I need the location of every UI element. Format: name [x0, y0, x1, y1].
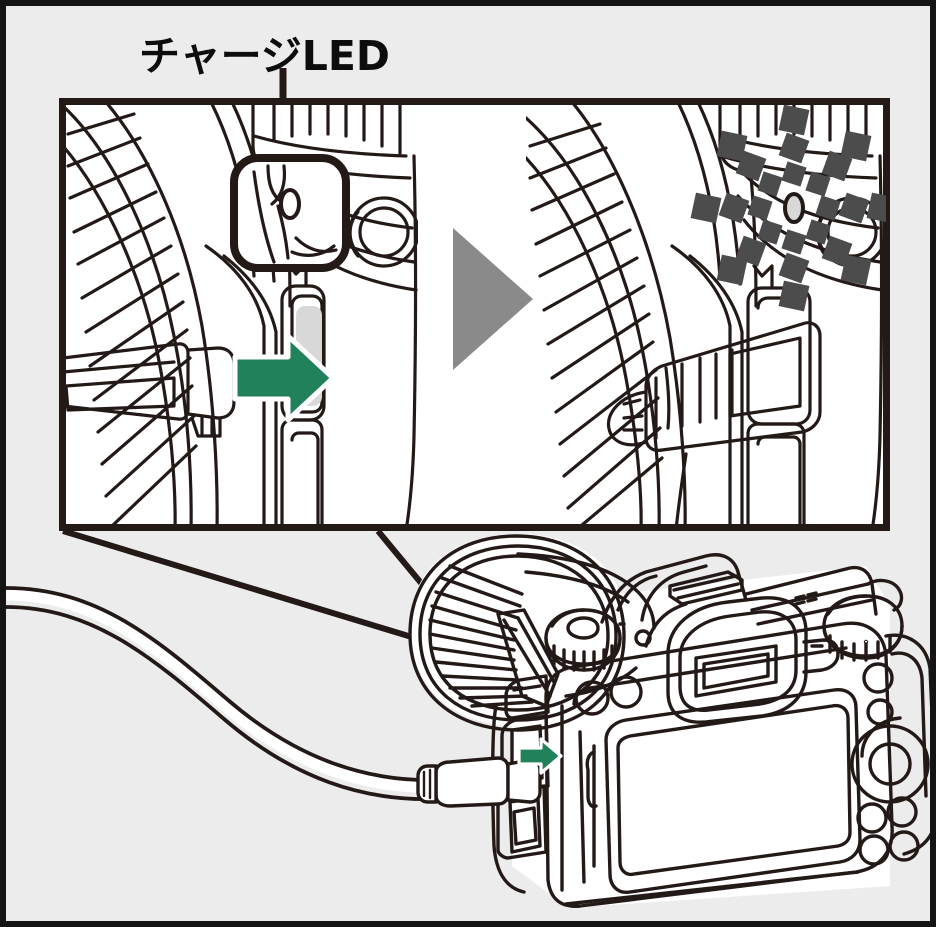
charge-led-callout-box — [230, 154, 350, 272]
charge-led-lamp-lit — [783, 192, 805, 224]
usb-plug-overview — [416, 756, 542, 808]
usb-cable — [6, 586, 439, 801]
detail-right-scene — [526, 102, 886, 527]
camera-overview — [6, 534, 930, 908]
charge-led-lamp-off — [279, 188, 301, 220]
insertion-arrow-green — [232, 333, 336, 423]
illustration-canvas — [6, 68, 930, 908]
step-arrow-triangle — [453, 228, 533, 370]
led-burst — [690, 104, 886, 312]
insertion-arrow-green-small — [517, 737, 563, 775]
